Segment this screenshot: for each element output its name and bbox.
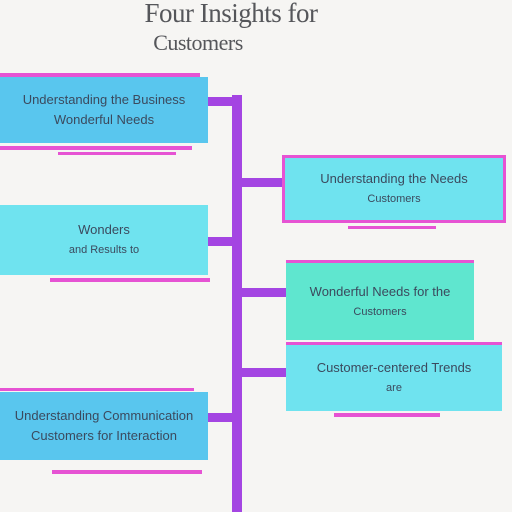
diagram-subtitle: Customers	[0, 30, 454, 56]
box-2-line-2: Customers	[367, 189, 420, 209]
box-4-line-2: Customers	[353, 302, 406, 322]
box-5-bottom-line	[334, 413, 440, 417]
box-1-bottom-line	[0, 146, 192, 150]
box-5-line-1: Customer-centered Trends	[317, 358, 472, 378]
box-1-bottom-line-short	[58, 152, 176, 155]
box-2-bottom-line	[348, 226, 436, 229]
box-6-line-1: Understanding Communication	[15, 406, 193, 426]
box-4: Wonderful Needs for the Customers	[286, 263, 474, 340]
box-3-line-1: Wonders	[78, 220, 130, 240]
box-3-line-2: and Results to	[69, 240, 139, 260]
box-1-line-2: Wonderful Needs	[54, 110, 154, 130]
connector-branch-6	[208, 413, 236, 422]
connector-branch-3	[208, 237, 236, 246]
connector-branch-5	[242, 368, 288, 377]
box-3-bottom-line	[50, 278, 210, 282]
box-5: Customer-centered Trends are	[286, 345, 502, 411]
box-5-line-2: are	[386, 378, 402, 398]
diagram-title: Four Insights for	[0, 0, 487, 29]
box-4-line-1: Wonderful Needs for the	[310, 282, 451, 302]
box-6: Understanding Communication Customers fo…	[0, 392, 208, 460]
box-6-line-2: Customers for Interaction	[31, 426, 177, 446]
box-3: Wonders and Results to	[0, 205, 208, 275]
box-2-line-1: Understanding the Needs	[320, 169, 467, 189]
connector-branch-4	[242, 288, 288, 297]
box-6-top-line	[0, 388, 194, 391]
connector-branch-2	[242, 178, 284, 187]
box-2: Understanding the Needs Customers	[282, 155, 506, 223]
box-1-line-1: Understanding the Business	[23, 90, 186, 110]
box-1: Understanding the Business Wonderful Nee…	[0, 77, 208, 143]
box-6-bottom-line	[52, 470, 202, 474]
connector-trunk	[232, 95, 242, 512]
connector-branch-1	[208, 97, 242, 106]
